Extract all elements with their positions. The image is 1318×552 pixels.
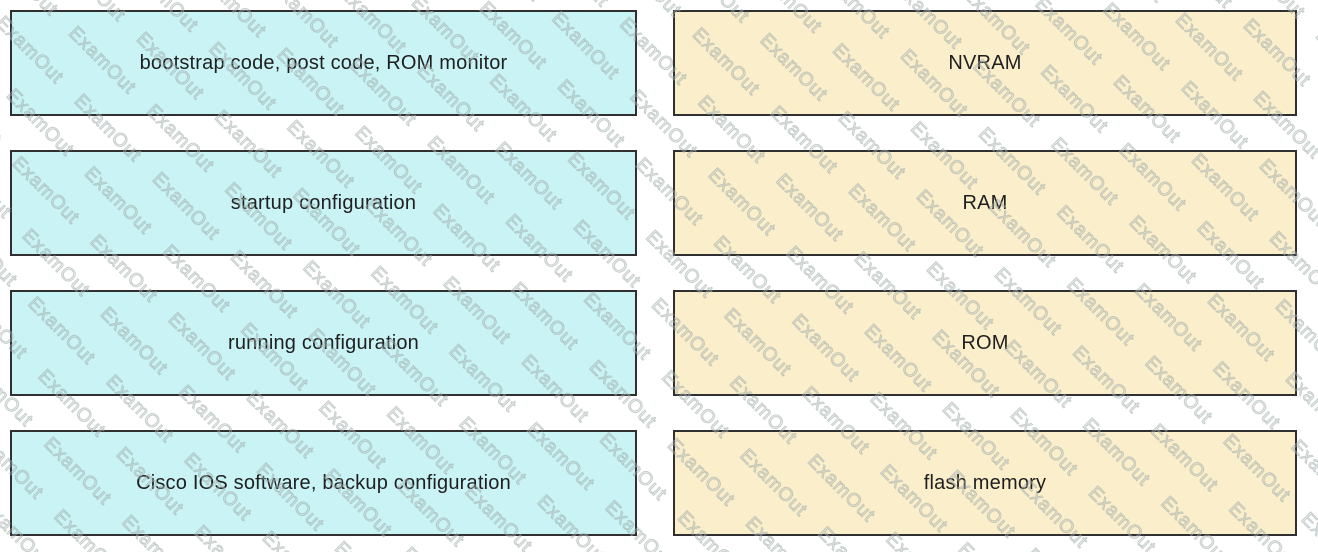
drop-target-box[interactable]: flash memory [673,430,1297,536]
drag-source-label: running configuration [228,331,419,354]
drop-target-label: flash memory [923,471,1047,494]
drop-target-box[interactable]: ROM [673,290,1297,396]
drop-target-label: RAM [962,191,1008,214]
drag-source-label: Cisco IOS software, backup configuration [136,471,511,494]
drag-source-box[interactable]: running configuration [10,290,637,396]
match-row: bootstrap code, post code, ROM monitor N… [0,10,1318,116]
drop-target-label: ROM [961,331,1009,354]
match-row: running configuration ROM [0,290,1318,396]
drag-source-box[interactable]: Cisco IOS software, backup configuration [10,430,637,536]
drag-source-box[interactable]: startup configuration [10,150,637,256]
match-row: startup configuration RAM [0,150,1318,256]
drag-source-label: startup configuration [230,191,417,214]
drag-source-box[interactable]: bootstrap code, post code, ROM monitor [10,10,637,116]
drop-target-box[interactable]: RAM [673,150,1297,256]
drag-source-label: bootstrap code, post code, ROM monitor [139,51,508,74]
drop-target-label: NVRAM [948,51,1022,74]
drop-target-box[interactable]: NVRAM [673,10,1297,116]
match-row: Cisco IOS software, backup configuration… [0,430,1318,536]
